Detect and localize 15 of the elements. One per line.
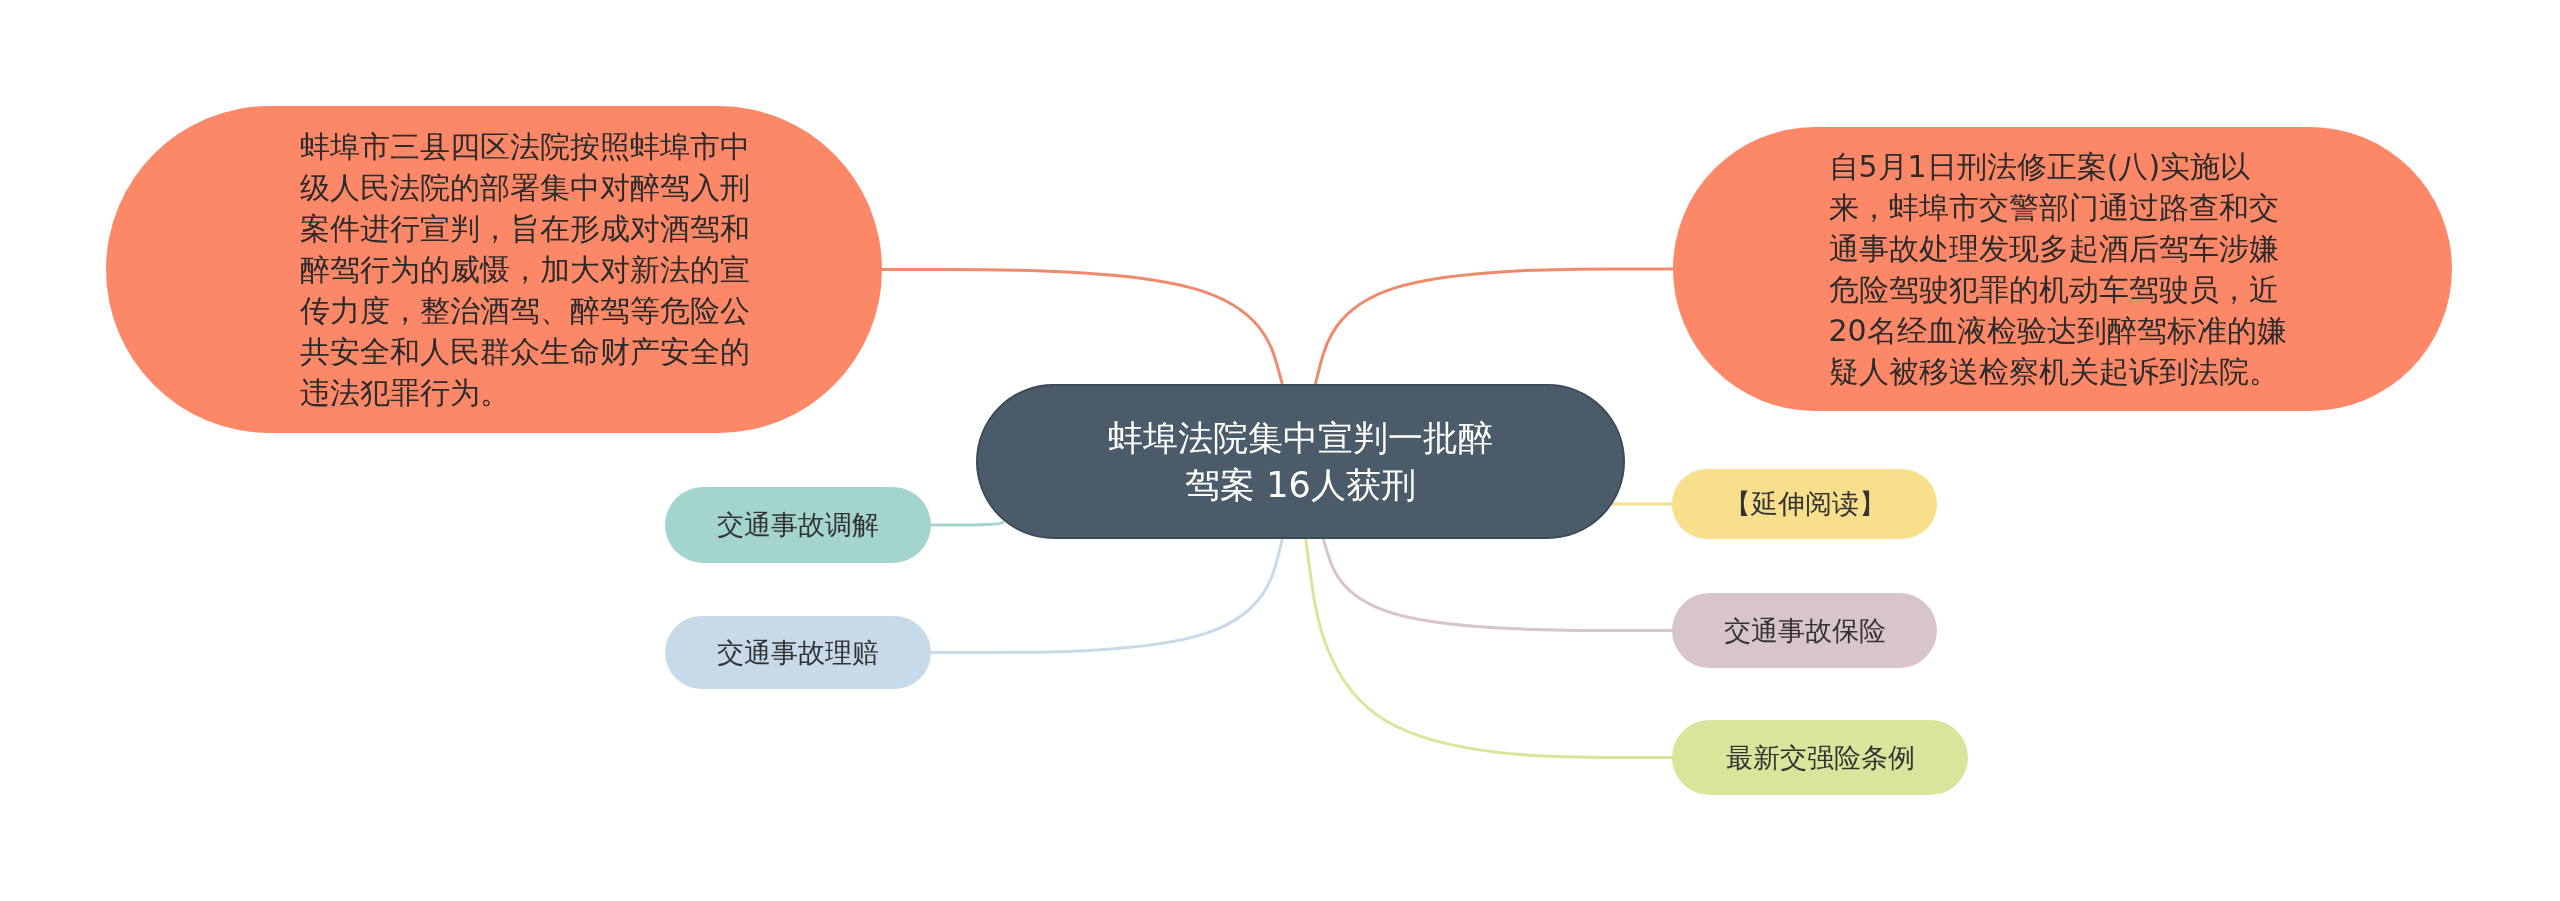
topic-text: 蚌埠市三县四区法院按照蚌埠市中级人民法院的部署集中对醉驾入刑案件进行宣判，旨在形成对酒驾和醉驾行为的威慑，加大对新法的宣传力度，整治酒驾、醉驾等危险公共安全和人民群众生命财产安全的违法犯罪行为。 [299, 128, 751, 412]
topic-text: 交通事故保险 [1723, 613, 1886, 648]
connector-curve [1313, 267, 1673, 385]
connector-curve [882, 268, 1284, 385]
connector-curve [1321, 538, 1672, 632]
topic-text: 【延伸阅读】 [1723, 487, 1886, 521]
connector-curve [931, 538, 1284, 654]
topic-text: 交通事故理赔 [717, 635, 879, 670]
connector-curve [1304, 538, 1672, 759]
topic-text: 自5月1日刑法修正案(八)实施以来，蚌埠市交警部门通过路查和交通事故处理发现多起酒后驾车涉嫌危险驾驶犯罪的机动车驾驶员，近20名经血液检验达到醉驾标准的嫌疑人被移送检察机关起诉到法院。 [1828, 148, 2288, 391]
connector-curve [1610, 502, 1672, 506]
connector-curve [931, 520, 1005, 527]
topic-text: 交通事故调解 [717, 508, 879, 542]
topic-title: 蚌埠法院集中宣判一批醉驾案 16人获刑 [1107, 416, 1494, 507]
topic-text: 最新交强险条例 [1725, 740, 1915, 775]
